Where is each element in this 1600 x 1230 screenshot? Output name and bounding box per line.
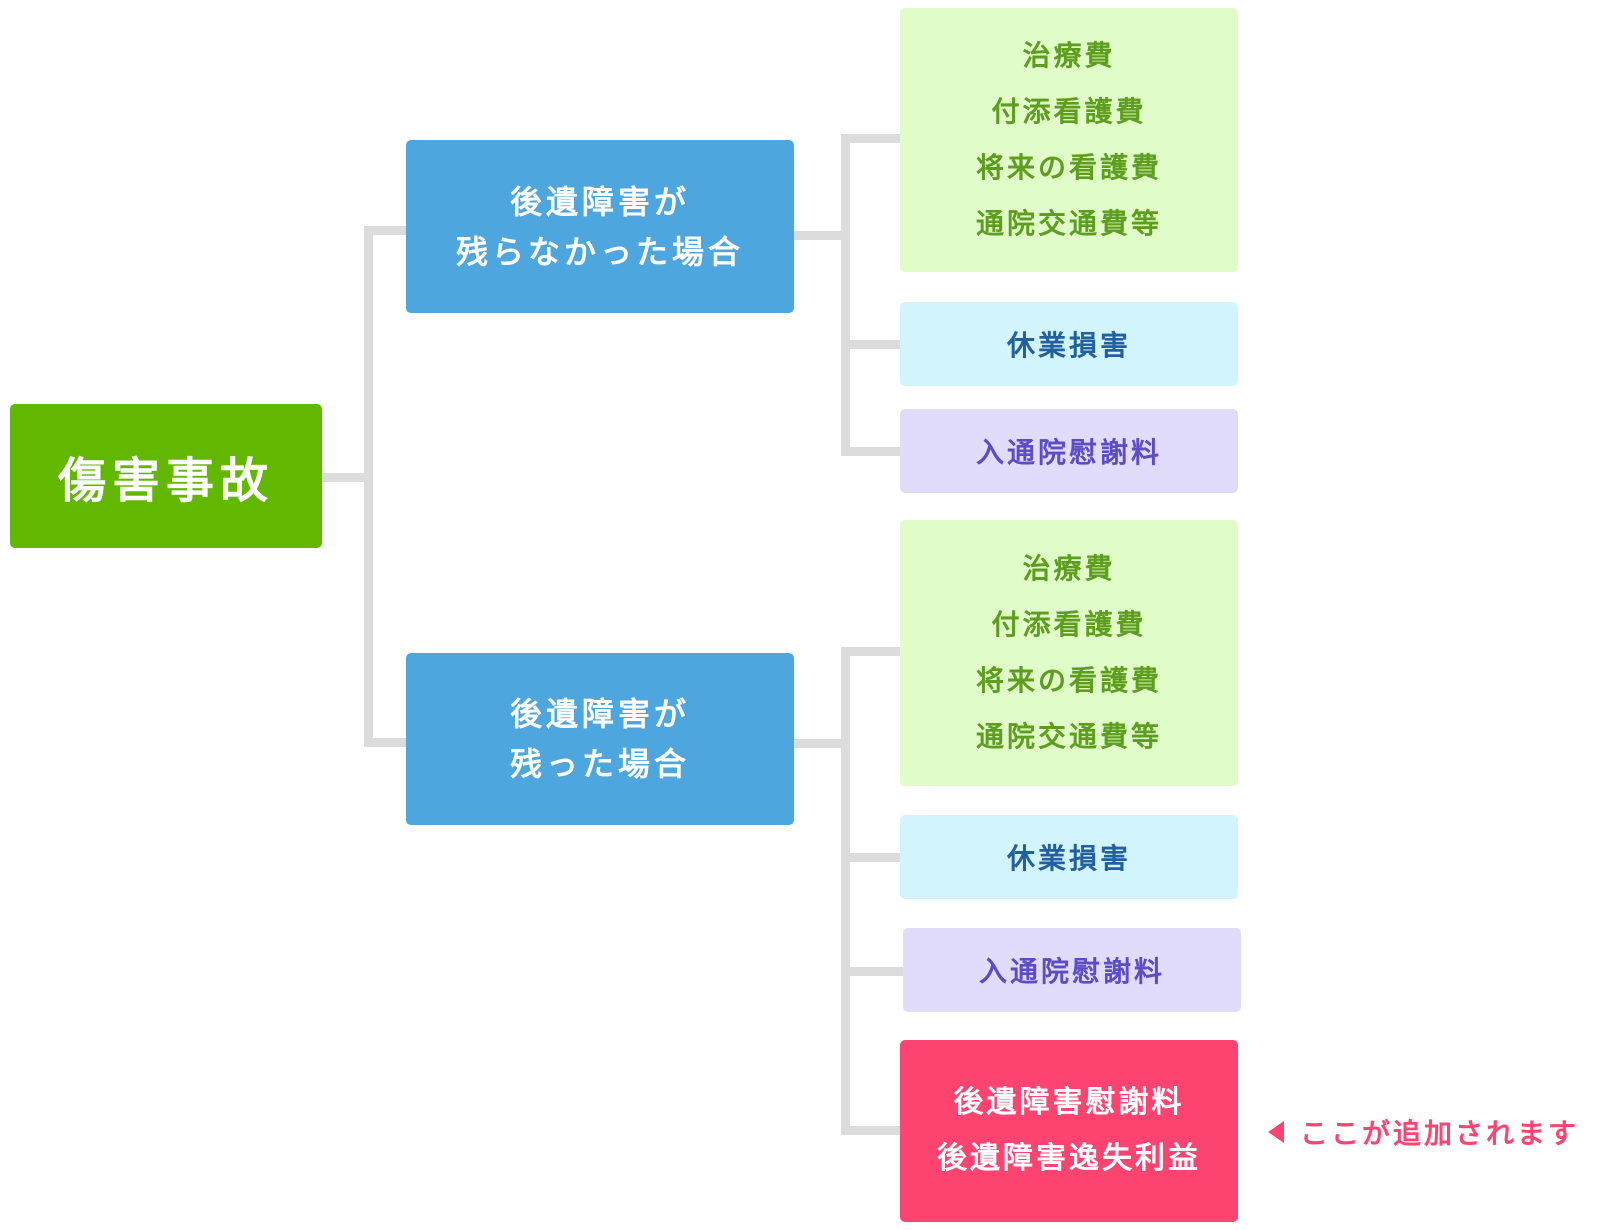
left-triangle-icon — [1268, 1121, 1284, 1143]
connector-line — [794, 231, 841, 240]
root-node: 傷害事故 — [10, 404, 322, 548]
branch-label-line: 後遺障害が — [509, 695, 690, 733]
connector-line — [841, 853, 900, 862]
expense-item: 将来の看護費 — [975, 151, 1162, 184]
expense-item: 付添看護費 — [991, 608, 1147, 641]
disability-item: 後遺障害慰謝料 — [953, 1085, 1185, 1120]
connector-line — [841, 134, 900, 143]
connector-line — [364, 226, 406, 235]
expense-item: 付添看護費 — [991, 95, 1147, 128]
branch-node-no-disability: 後遺障害が 残らなかった場合 — [406, 140, 794, 313]
expense-item: 通院交通費等 — [975, 207, 1162, 240]
hospital-consolation-box: 入通院慰謝料 — [900, 409, 1238, 493]
connector-line — [322, 473, 368, 482]
expenses-box: 治療費 付添看護費 将来の看護費 通院交通費等 — [900, 520, 1238, 786]
connector-line — [364, 738, 406, 747]
branch-label-line: 後遺障害が — [509, 182, 690, 221]
lost-income-label: 休業損害 — [1006, 842, 1131, 875]
branch-label-line: 残らなかった場合 — [455, 232, 744, 271]
expense-item: 治療費 — [1022, 552, 1116, 585]
connector-line — [841, 647, 850, 1135]
connector-line — [841, 447, 900, 456]
lost-income-box: 休業損害 — [900, 302, 1238, 386]
hospital-consolation-box: 入通院慰謝料 — [903, 928, 1241, 1012]
connector-line — [841, 134, 850, 456]
lost-income-label: 休業損害 — [1006, 329, 1131, 362]
branch-label-line: 残った場合 — [509, 745, 690, 783]
added-note: ここが追加されます — [1268, 1112, 1579, 1152]
connector-line — [841, 967, 903, 976]
branch-node-with-disability: 後遺障害が 残った場合 — [406, 653, 794, 825]
hospital-consolation-label: 入通院慰謝料 — [975, 436, 1162, 469]
disability-item: 後遺障害逸失利益 — [937, 1141, 1201, 1176]
root-label: 傷害事故 — [57, 453, 274, 509]
expense-item: 将来の看護費 — [975, 664, 1162, 697]
expenses-box: 治療費 付添看護費 将来の看護費 通院交通費等 — [900, 8, 1238, 272]
lost-income-box: 休業損害 — [900, 815, 1238, 899]
added-note-label: ここが追加されます — [1300, 1117, 1580, 1150]
expense-item: 治療費 — [1022, 39, 1116, 72]
connector-line — [364, 226, 373, 747]
connector-line — [794, 739, 841, 748]
connector-line — [841, 1126, 900, 1135]
connector-line — [841, 647, 900, 656]
expense-item: 通院交通費等 — [975, 720, 1162, 753]
hospital-consolation-label: 入通院慰謝料 — [978, 955, 1165, 988]
disability-compensation-box: 後遺障害慰謝料 後遺障害逸失利益 — [900, 1040, 1238, 1222]
connector-line — [841, 340, 900, 349]
